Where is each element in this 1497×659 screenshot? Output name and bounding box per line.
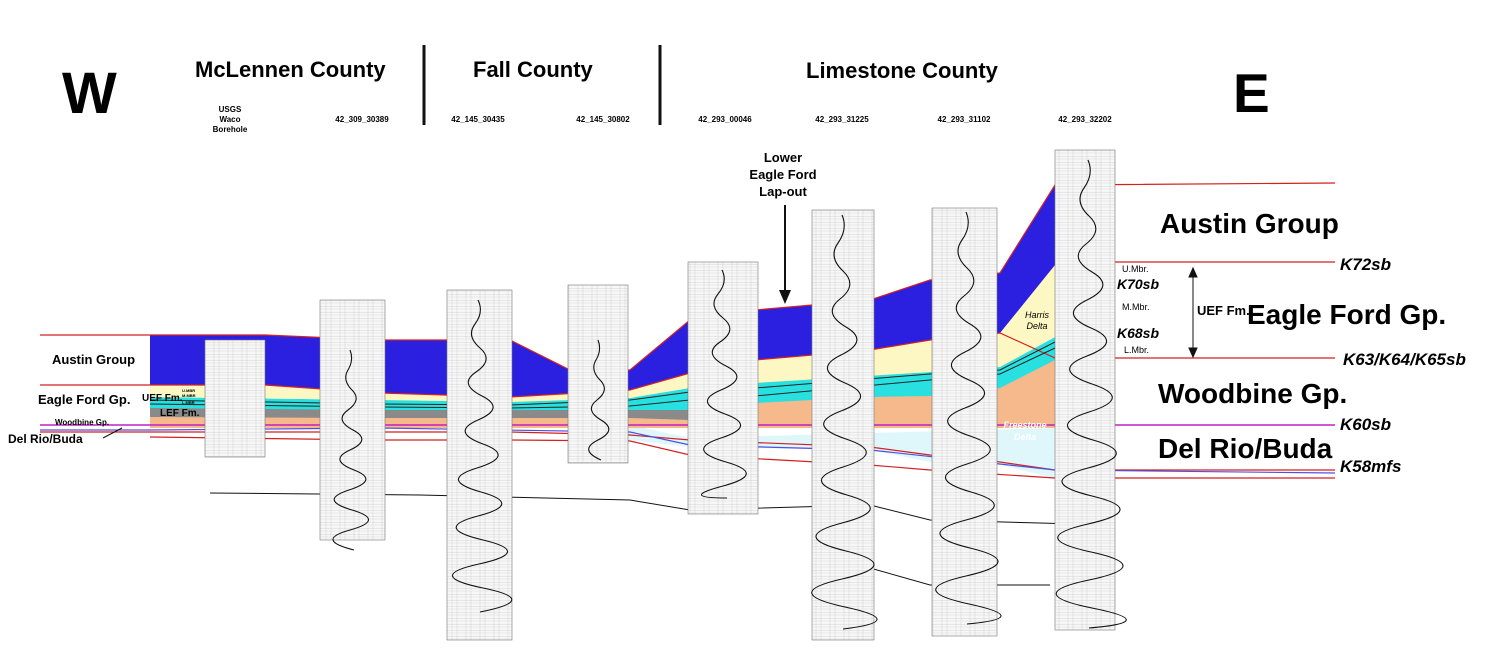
left-austin-group: Austin Group (52, 352, 135, 367)
county-limestone: Limestone County (806, 58, 999, 83)
well-label-5: 42_293_31225 (815, 115, 869, 124)
surface-k63-k65sb: K63/K64/K65sb (1343, 350, 1466, 369)
lapout-line3: Lap-out (759, 184, 807, 199)
left-lef: LEF Fm. (160, 408, 200, 419)
right-uef: UEF Fm. (1197, 303, 1250, 318)
lapout-line2: Eagle Ford (749, 167, 816, 182)
well-log-6 (931, 207, 998, 637)
well-label-3: 42_145_30802 (576, 115, 630, 124)
well-log-usgs (204, 339, 266, 458)
left-mmbr: M.MBR (182, 393, 196, 398)
uef-bracket (1188, 266, 1198, 359)
right-austin-group: Austin Group (1160, 208, 1339, 239)
surface-k58mfs: K58mfs (1340, 457, 1401, 476)
log-curve-1 (332, 349, 370, 551)
left-delrio: Del Rio/Buda (8, 432, 83, 446)
log-curve-4 (701, 269, 747, 499)
well-usgs-line3: Borehole (213, 125, 248, 134)
log-curve-2 (451, 299, 513, 613)
well-label-2: 42_145_30435 (451, 115, 505, 124)
left-eagle-ford: Eagle Ford Gp. (38, 392, 130, 407)
well-log-2 (446, 289, 513, 641)
well-usgs-line2: Waco (219, 115, 240, 124)
left-uef: UEF Fm. (142, 393, 183, 404)
well-log-3 (567, 284, 629, 464)
county-mclennen: McLennen County (195, 57, 386, 82)
left-woodbine: Woodbine Gp. (55, 418, 109, 427)
west-label: W (62, 61, 117, 126)
right-umbr: U.Mbr. (1122, 264, 1149, 274)
lapout-arrow (779, 205, 791, 304)
well-label-7: 42_293_32202 (1058, 115, 1112, 124)
right-delrio: Del Rio/Buda (1158, 433, 1333, 464)
k58mfs-line (40, 427, 1336, 474)
right-woodbine: Woodbine Gp. (1158, 378, 1347, 409)
county-fall: Fall County (473, 57, 594, 82)
freestone-delta-line1: Freestone (1003, 420, 1046, 430)
east-label: E (1233, 62, 1270, 124)
well-log-1 (319, 299, 386, 541)
log-curve-5 (811, 214, 878, 630)
lapout-line1: Lower (764, 150, 802, 165)
left-umbr: U.MBR (182, 388, 195, 393)
surface-k72sb: K72sb (1340, 255, 1391, 274)
well-label-1: 42_309_30389 (335, 115, 389, 124)
surface-k60sb: K60sb (1340, 415, 1391, 434)
freestone-delta-line2: Delta (1014, 432, 1036, 442)
surface-k70sb: K70sb (1117, 276, 1159, 292)
well-log-5 (811, 209, 875, 641)
right-mmbr: M.Mbr. (1122, 302, 1150, 312)
surface-k68sb: K68sb (1117, 325, 1159, 341)
right-lmbr: L.Mbr. (1124, 345, 1149, 355)
log-curve-7 (1055, 159, 1127, 629)
well-usgs-line1: USGS (219, 105, 242, 114)
log-curve-6 (935, 211, 1002, 625)
right-eagle-ford: Eagle Ford Gp. (1247, 299, 1446, 330)
well-label-6: 42_293_31102 (938, 115, 992, 124)
harris-delta-line1: Harris (1025, 310, 1049, 320)
harris-delta-line2: Delta (1026, 321, 1047, 331)
left-lmbr: L.MBR (182, 400, 195, 405)
well-logs (204, 149, 1127, 641)
well-label-4: 42_293_00046 (698, 115, 752, 124)
well-log-4 (687, 261, 759, 515)
log-curve-3 (588, 339, 610, 461)
delrio-leader (102, 427, 123, 439)
